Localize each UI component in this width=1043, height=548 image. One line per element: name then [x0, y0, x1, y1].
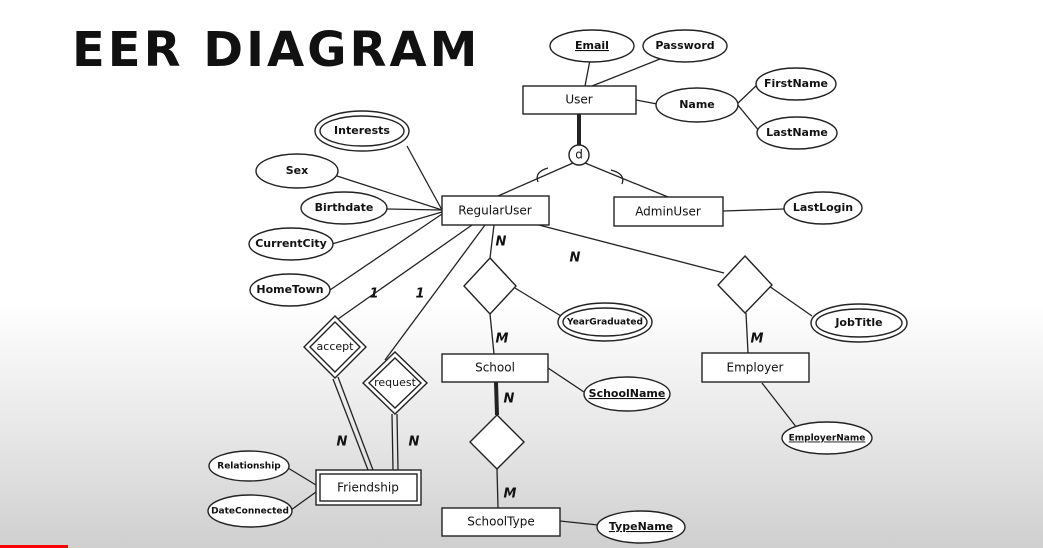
- cardinality-n-school: N: [496, 235, 507, 250]
- attribute-interests-label: Interests: [334, 124, 390, 137]
- attribute-interests[interactable]: Interests: [314, 110, 410, 152]
- attribute-email-label: Email: [575, 39, 609, 52]
- attribute-job-title[interactable]: JobTitle: [810, 303, 908, 343]
- entity-school-label: School: [475, 361, 515, 375]
- entity-school-type[interactable]: SchoolType: [441, 507, 561, 537]
- cardinality-n-request: N: [409, 435, 420, 450]
- entity-regular-user[interactable]: RegularUser: [441, 195, 550, 226]
- cardinality-m-employer: M: [751, 332, 764, 347]
- disjoint-circle: d: [568, 144, 590, 166]
- relationship-request[interactable]: request: [361, 351, 429, 415]
- relationship-accept[interactable]: accept: [303, 315, 367, 379]
- cardinality-n-school-type: N: [504, 392, 515, 407]
- attribute-employer-name-label: EmployerName: [789, 434, 866, 444]
- attribute-type-name-label: TypeName: [609, 520, 673, 533]
- cardinality-m-school-type: M: [504, 487, 517, 502]
- cardinality-n-employer: N: [570, 251, 581, 266]
- attribute-current-city[interactable]: CurrentCity: [248, 227, 334, 261]
- entity-admin-user[interactable]: AdminUser: [613, 196, 724, 227]
- entity-school[interactable]: School: [441, 353, 549, 383]
- attribute-first-name-label: FirstName: [764, 77, 828, 90]
- cardinality-one-accept: 1: [369, 287, 378, 302]
- attribute-relationship[interactable]: Relationship: [208, 450, 290, 482]
- relationship-request-label: request: [374, 376, 417, 389]
- subset-arc-right: [610, 169, 624, 185]
- attribute-date-connected[interactable]: DateConnected: [207, 494, 293, 528]
- attribute-name-label: Name: [679, 98, 715, 111]
- attribute-sex[interactable]: Sex: [255, 153, 339, 189]
- attribute-last-login-label: LastLogin: [793, 201, 853, 214]
- entity-employer[interactable]: Employer: [701, 352, 810, 383]
- attribute-employer-name[interactable]: EmployerName: [781, 421, 873, 455]
- attribute-last-login[interactable]: LastLogin: [783, 191, 863, 225]
- attribute-type-name[interactable]: TypeName: [596, 510, 686, 544]
- attribute-sex-label: Sex: [286, 164, 308, 177]
- entity-regular-user-label: RegularUser: [458, 204, 531, 218]
- entity-school-type-label: SchoolType: [467, 515, 534, 529]
- relationship-employed[interactable]: [717, 254, 773, 315]
- attribute-date-connected-label: DateConnected: [211, 507, 289, 517]
- attribute-school-name[interactable]: SchoolName: [583, 376, 671, 412]
- cardinality-one-request: 1: [415, 287, 424, 302]
- entity-friendship[interactable]: Friendship: [315, 469, 422, 506]
- entity-employer-label: Employer: [727, 361, 784, 375]
- attribute-relationship-label: Relationship: [217, 462, 281, 472]
- attribute-email[interactable]: Email: [549, 29, 635, 63]
- video-progress-bar[interactable]: [0, 545, 68, 548]
- attribute-first-name[interactable]: FirstName: [755, 67, 837, 101]
- attribute-name[interactable]: Name: [655, 87, 739, 123]
- attribute-password[interactable]: Password: [642, 29, 728, 63]
- entity-user-label: User: [565, 93, 592, 107]
- attribute-last-name-label: LastName: [766, 126, 828, 139]
- diagram-title: EER DIAGRAM: [72, 22, 481, 78]
- entity-admin-user-label: AdminUser: [635, 205, 701, 219]
- attribute-school-name-label: SchoolName: [589, 387, 666, 400]
- attribute-password-label: Password: [655, 39, 714, 52]
- attribute-birthdate-label: Birthdate: [315, 201, 374, 214]
- relationship-accept-label: accept: [317, 340, 355, 353]
- attribute-birthdate[interactable]: Birthdate: [300, 191, 388, 225]
- attribute-year-graduated[interactable]: YearGraduated: [557, 302, 653, 342]
- cardinality-n-accept: N: [337, 435, 348, 450]
- attribute-year-graduated-label: YearGraduated: [566, 318, 643, 328]
- relationship-attends[interactable]: [463, 256, 517, 316]
- disjoint-symbol: d: [575, 148, 583, 162]
- attribute-current-city-label: CurrentCity: [255, 237, 327, 250]
- attribute-job-title-label: JobTitle: [834, 316, 882, 329]
- entity-user[interactable]: User: [522, 85, 637, 115]
- attribute-last-name[interactable]: LastName: [756, 116, 838, 150]
- relationship-school-type[interactable]: [469, 414, 525, 470]
- connector-lines: [287, 58, 813, 526]
- attribute-home-town[interactable]: HomeTown: [249, 273, 331, 307]
- subset-arc-left: [536, 167, 549, 183]
- attribute-home-town-label: HomeTown: [256, 283, 323, 296]
- cardinality-m-school: M: [496, 332, 509, 347]
- entity-friendship-label: Friendship: [337, 481, 399, 495]
